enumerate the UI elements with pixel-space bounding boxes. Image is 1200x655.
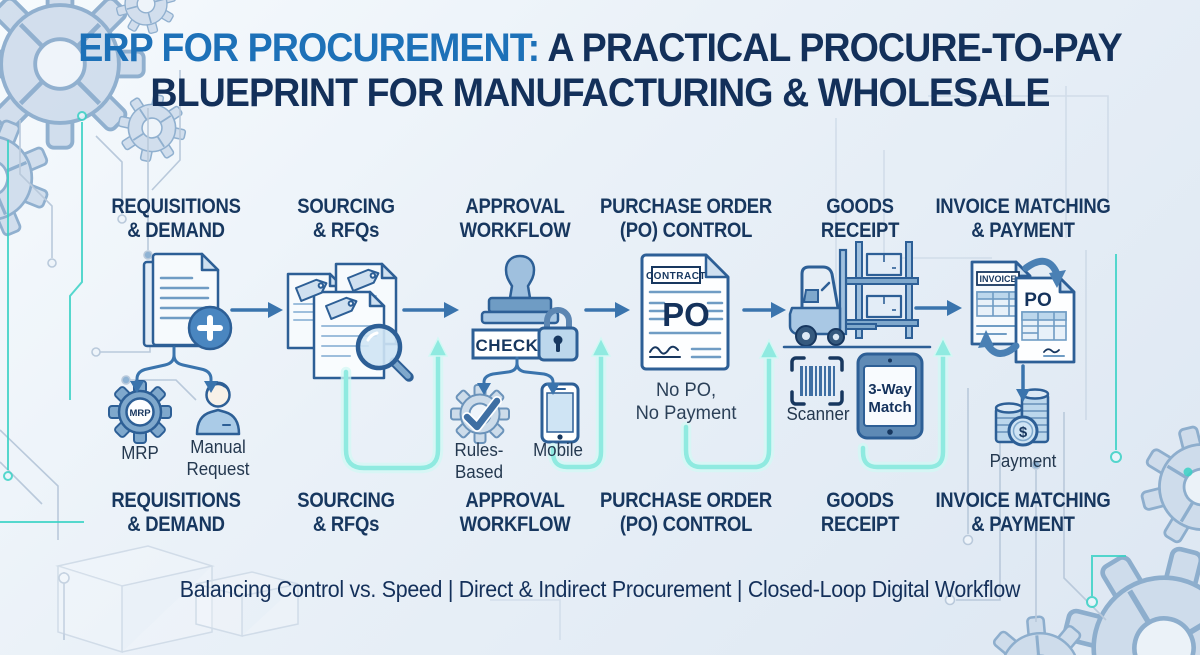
stage-header-po-control: PURCHASE ORDER (PO) CONTROL bbox=[594, 195, 779, 244]
stage-footer-goods-receipt: GOODS RECEIPT bbox=[820, 489, 900, 537]
match-text-line2: Match bbox=[868, 399, 911, 416]
signature-squiggle bbox=[649, 345, 679, 355]
stage-header-invoice-payment: INVOICE MATCHING & PAYMENT bbox=[931, 195, 1116, 244]
stage-footer-po-control: PURCHASE ORDER (PO) CONTROL bbox=[600, 489, 772, 537]
header-line: GOODS bbox=[826, 195, 894, 218]
sync-arrows-icon bbox=[978, 257, 1066, 357]
manual-request-person-icon bbox=[195, 381, 241, 436]
stage-header-requisitions: REQUISITIONS & DEMAND bbox=[84, 195, 269, 244]
checkmark-icon bbox=[462, 396, 502, 432]
mrp-gear-icon: MRP bbox=[108, 380, 172, 444]
no-po-no-payment-note: No PO, No Payment bbox=[635, 379, 737, 425]
invoice-doc-label: INVOICE bbox=[979, 274, 1016, 284]
po-contract-document-icon: CONTRACT PO bbox=[640, 253, 730, 371]
header-line: PURCHASE ORDER bbox=[600, 195, 772, 218]
manual-request-label: Manual Request bbox=[186, 437, 250, 479]
payment-label: Payment bbox=[989, 451, 1057, 471]
title-line-2: BLUEPRINT FOR MANUFACTURING & WHOLESALE bbox=[150, 71, 1050, 116]
page-title: ERP FOR PROCUREMENT: A PRACTICAL PROCURE… bbox=[36, 26, 1164, 116]
header-line: APPROVAL bbox=[465, 195, 565, 218]
scanner-label: Scanner bbox=[786, 404, 850, 424]
rules-based-label: Rules- Based bbox=[454, 440, 504, 482]
po-big-label: PO bbox=[662, 296, 710, 333]
stage-footer-requisitions: REQUISITIONS & DEMAND bbox=[111, 489, 241, 537]
wireframe-boxes bbox=[55, 545, 299, 654]
price-tag-icon bbox=[295, 268, 380, 320]
rfq-documents-icon bbox=[286, 262, 414, 382]
rules-based-gear-icon bbox=[450, 384, 510, 444]
mrp-label: MRP bbox=[121, 443, 159, 463]
rack-shelves bbox=[845, 241, 919, 339]
header-line: & PAYMENT bbox=[971, 219, 1075, 243]
header-line: RECEIPT bbox=[820, 219, 900, 243]
requisition-document-icon bbox=[142, 252, 233, 351]
header-line: (PO) CONTROL bbox=[619, 219, 753, 243]
title-line-1: ERP FOR PROCUREMENT: A PRACTICAL PROCURE… bbox=[36, 26, 1164, 71]
plus-badge-icon bbox=[187, 305, 233, 351]
header-line: & RFQs bbox=[312, 219, 380, 243]
mobile-phone-icon bbox=[540, 382, 580, 444]
stage-footer-invoice-payment: INVOICE MATCHING & PAYMENT bbox=[935, 489, 1111, 537]
payment-coins-icon: $ bbox=[994, 388, 1050, 447]
title-highlight: ERP FOR PROCUREMENT: bbox=[78, 26, 540, 70]
contract-label: CONTRACT bbox=[646, 271, 706, 282]
stage-footer-sourcing: SOURCING & RFQs bbox=[297, 489, 395, 537]
stage-header-approval: APPROVAL WORKFLOW bbox=[423, 195, 608, 244]
forklift-rack-icon bbox=[782, 241, 932, 349]
mobile-label: Mobile bbox=[533, 440, 583, 460]
barcode-scanner-icon bbox=[790, 356, 844, 406]
teal-accent-lines bbox=[0, 111, 1193, 608]
header-line: REQUISITIONS bbox=[111, 195, 241, 218]
forklift-body bbox=[788, 248, 877, 347]
approval-stamp-icon: CHECK bbox=[471, 254, 579, 362]
stage-header-goods-receipt: GOODS RECEIPT bbox=[768, 195, 953, 244]
barcode-bars bbox=[800, 366, 835, 396]
header-line: WORKFLOW bbox=[459, 219, 571, 243]
footer-tagline: Balancing Control vs. Speed | Direct & I… bbox=[179, 576, 1021, 602]
header-line: & DEMAND bbox=[127, 219, 225, 243]
match-text-line1: 3-Way bbox=[868, 381, 912, 398]
three-way-match-tablet-icon: 3-Way Match bbox=[856, 352, 924, 440]
po-doc-label: PO bbox=[1024, 290, 1051, 311]
invoice-po-matching-icon: INVOICE PO bbox=[970, 257, 1076, 364]
check-stamp-text: CHECK bbox=[476, 336, 539, 355]
stage-footer-approval: APPROVAL WORKFLOW bbox=[459, 489, 571, 537]
header-line: SOURCING bbox=[297, 195, 395, 218]
title-line1-rest: A PRACTICAL PROCURE-TO-PAY bbox=[547, 26, 1122, 70]
stage-header-sourcing: SOURCING & RFQs bbox=[254, 195, 439, 244]
dollar-symbol: $ bbox=[1019, 424, 1028, 441]
mrp-gear-text: MRP bbox=[129, 408, 151, 419]
header-line: INVOICE MATCHING bbox=[935, 195, 1111, 218]
